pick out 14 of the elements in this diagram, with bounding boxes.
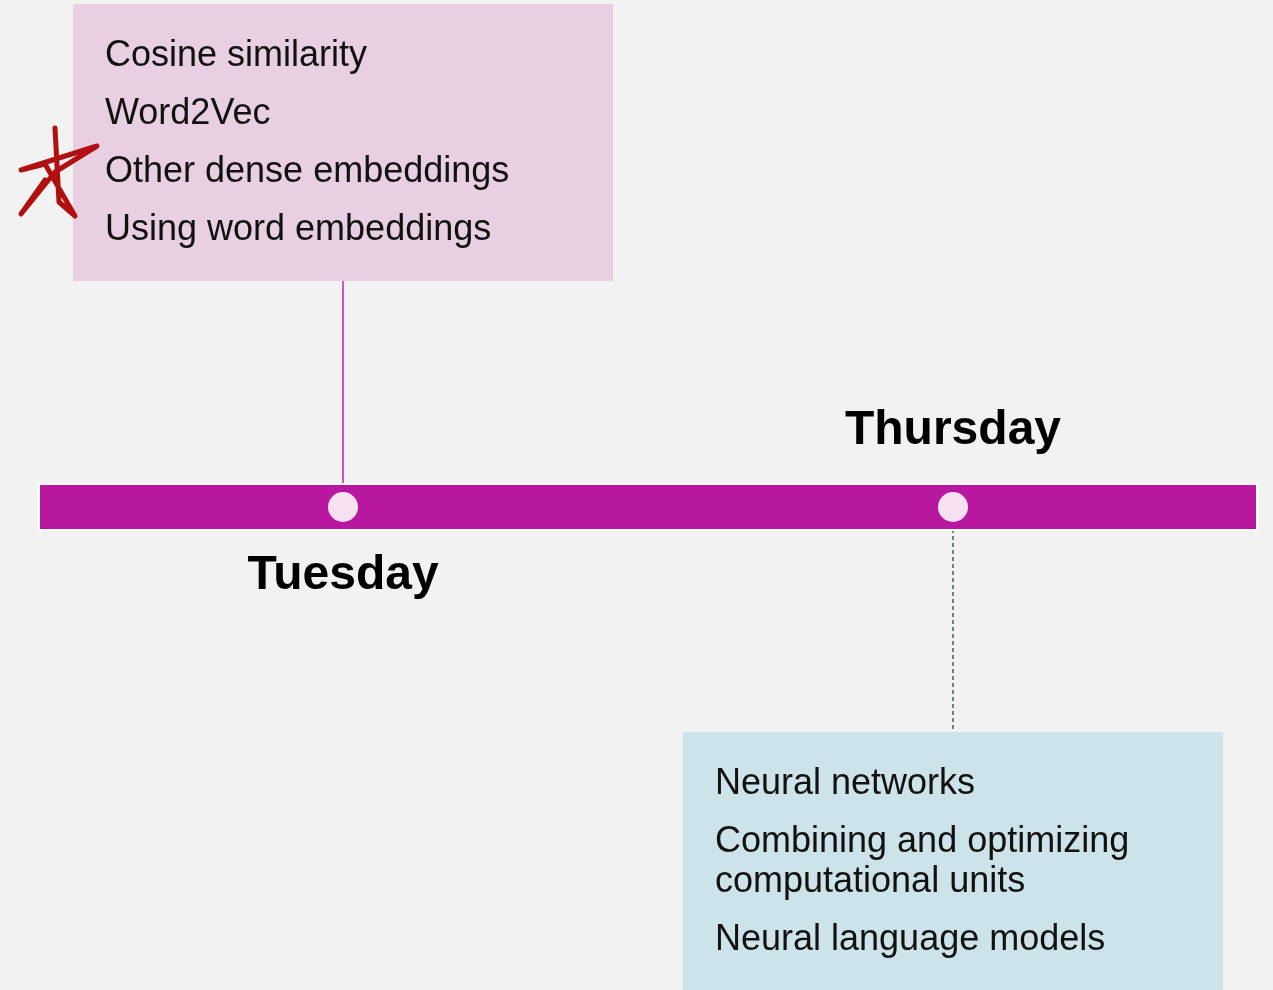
topic-text: Neural language models (715, 918, 1107, 958)
timeline-bar (38, 483, 1258, 531)
timeline-dot (328, 492, 358, 522)
topic-text: Combining and optimizing computational units (715, 820, 1131, 900)
topic-box (73, 4, 613, 281)
topic-text: Using word embeddings (105, 208, 493, 248)
topic-text: Word2Vec (105, 92, 272, 132)
topic-text: Cosine similarity (105, 34, 369, 74)
day-label: Tuesday (247, 545, 439, 600)
topic-text: Neural networks (715, 762, 977, 802)
timeline-dot (938, 492, 968, 522)
topic-text: Other dense embeddings (105, 150, 511, 190)
topic-box (683, 732, 1223, 990)
day-label: Thursday (845, 400, 1061, 455)
